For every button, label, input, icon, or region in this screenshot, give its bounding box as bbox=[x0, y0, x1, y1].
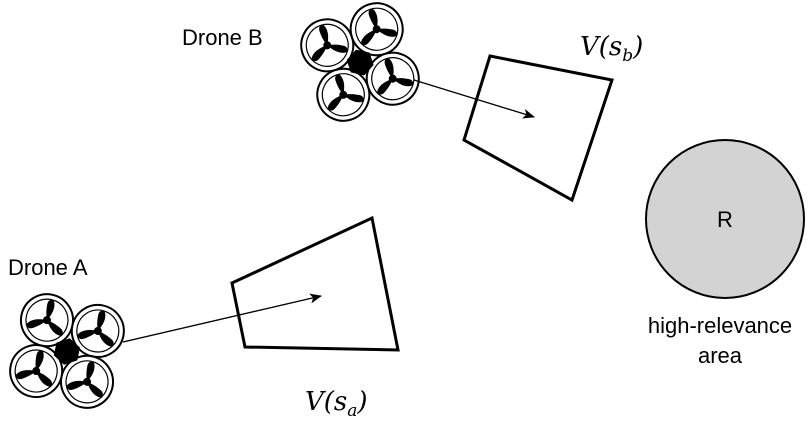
heading-arrow-a bbox=[122, 293, 322, 343]
view-b-label: V(sb) bbox=[580, 32, 643, 66]
drone-a-label: Drone A bbox=[8, 255, 88, 280]
high-relevance-area bbox=[645, 139, 805, 299]
region-caption-line2: area bbox=[698, 343, 743, 368]
view-region-a bbox=[230, 215, 400, 352]
view-a-label: V(sa) bbox=[305, 387, 368, 421]
region-caption-line1: high-relevance bbox=[648, 313, 792, 338]
drone-b-icon bbox=[294, 0, 425, 128]
heading-arrow-b bbox=[413, 79, 535, 119]
region-letter: R bbox=[717, 207, 733, 232]
drone-b-label: Drone B bbox=[182, 25, 263, 50]
drone-a-icon bbox=[5, 289, 128, 412]
view-region-b bbox=[462, 54, 614, 203]
